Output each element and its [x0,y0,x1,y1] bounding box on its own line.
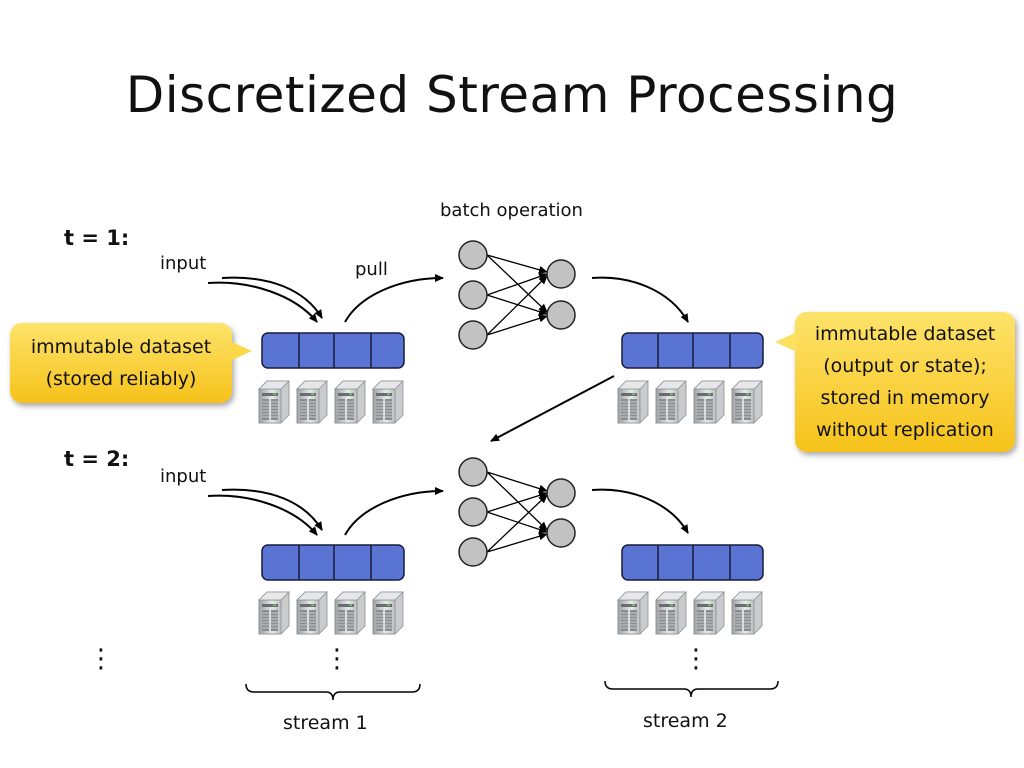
output-arrow-t2 [591,488,689,534]
output-arrow-t1 [591,276,689,323]
callout-line: (output or state); [823,355,987,377]
ellipsis-time: ⋮ [88,644,114,674]
server-icon [693,591,725,635]
callout-stored-in-memory: immutable dataset (output or state); sto… [775,312,1015,452]
ellipsis-stream2: ⋮ [683,644,709,674]
server-icon [655,591,687,635]
graph-node [546,518,576,548]
graph-node [546,259,576,289]
callout-line: stored in memory [820,387,990,409]
time-label-t2: t = 2: [64,447,130,471]
callout-line: immutable dataset [30,336,212,358]
server-icon [372,380,404,424]
state-arrow [490,375,615,442]
input-arrow-t1-b [221,276,323,319]
graph-node [458,320,488,350]
server-icon [731,380,763,424]
pull-label: pull [355,259,388,280]
batch-operation-graph-t2 [486,471,548,553]
graph-node [458,537,488,567]
pull-arrow-t2 [344,487,444,536]
dataset-t1-stream1 [261,332,405,369]
stream1-label: stream 1 [283,712,368,734]
server-icon [296,380,328,424]
callout-line: immutable dataset [814,323,996,345]
server-icon [617,380,649,424]
callout-stored-reliably: immutable dataset (stored reliably) [10,323,252,403]
graph-node [458,497,488,527]
server-icon [655,380,687,424]
graph-node [546,300,576,330]
batch-operation-graph-t1 [486,254,548,336]
server-icon [334,591,366,635]
server-icon [693,380,725,424]
input-arrow-t1-a [207,281,318,323]
callout-line: (stored reliably) [45,368,197,390]
input-label-t2: input [160,466,207,487]
server-icon [258,591,290,635]
graph-node [458,457,488,487]
stream2-label: stream 2 [643,710,728,732]
stream1-brace [245,683,421,701]
server-icon [617,591,649,635]
server-cluster-t1-stream1 [258,380,404,424]
server-icon [296,591,328,635]
server-cluster-t2-stream2 [617,591,763,635]
graph-node [458,280,488,310]
graph-node [546,478,576,508]
dataset-t2-stream1 [261,544,405,581]
dataset-t2-stream2 [621,544,764,581]
dataset-t1-stream2 [621,332,764,369]
input-label-t1: input [160,253,207,274]
callout-line: without replication [816,419,994,441]
server-icon [258,380,290,424]
ellipsis-stream1: ⋮ [324,644,350,674]
slide-title: Discretized Stream Processing [125,66,899,124]
pull-arrow-t1 [344,274,444,323]
input-arrow-t2-a [207,494,318,536]
server-cluster-t1-stream2 [617,380,763,424]
server-icon [334,380,366,424]
input-arrow-t2-b [221,488,323,531]
graph-node [458,240,488,270]
server-cluster-t2-stream1 [258,591,404,635]
server-icon [372,591,404,635]
batch-operation-label: batch operation [440,200,583,221]
stream2-brace [604,680,779,698]
time-label-t1: t = 1: [64,226,130,250]
server-icon [731,591,763,635]
